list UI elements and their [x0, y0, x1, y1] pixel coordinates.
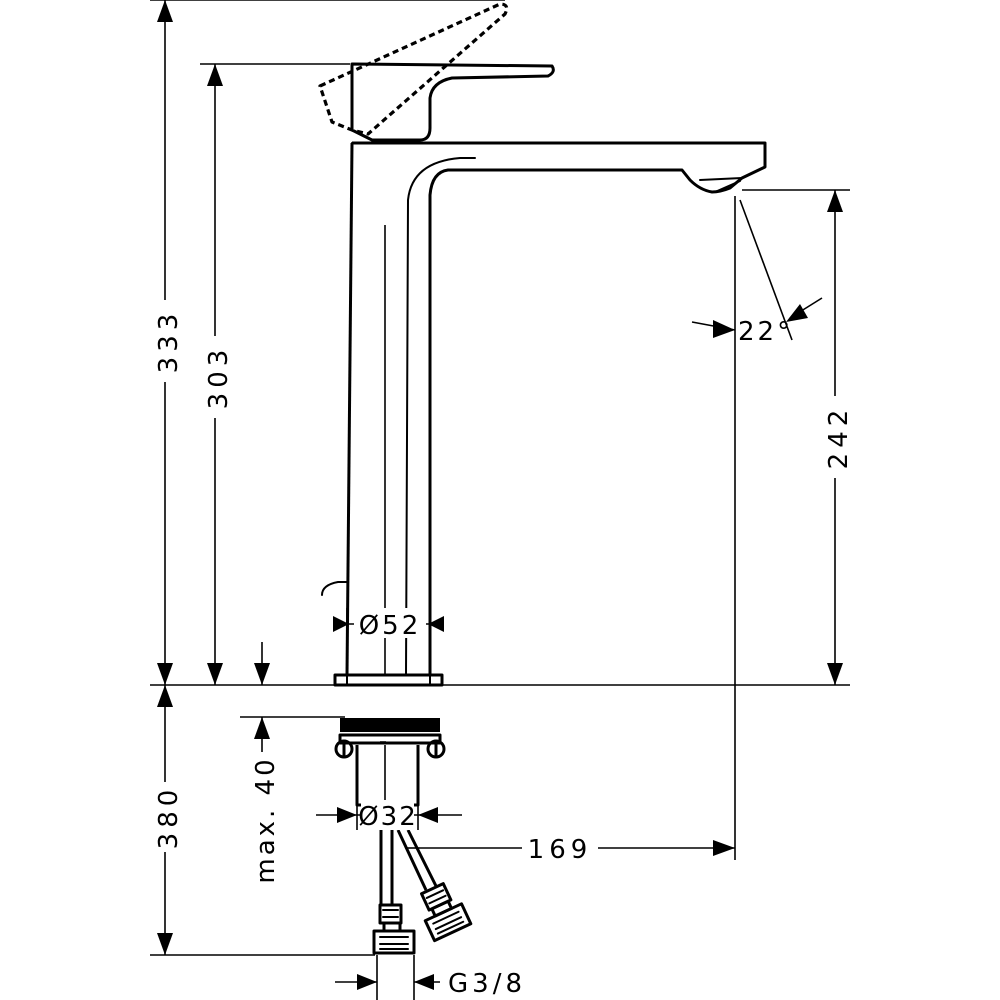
dimension-below-deck: 380: [152, 685, 184, 955]
supply-hose-angled: [396, 829, 473, 943]
label-max-thickness: max. 40: [251, 756, 281, 883]
label-below-deck: 380: [154, 785, 184, 850]
dimension-max-thickness: max. 40: [251, 717, 281, 884]
supply-hose-straight: [372, 828, 416, 955]
dimension-body-diameter: Ø52: [333, 608, 444, 641]
faucet-outline: [318, 2, 767, 687]
label-outlet-height: 242: [824, 405, 854, 470]
dimension-outlet-height: 242: [822, 190, 854, 685]
base-flange: [333, 673, 444, 687]
extension-lines: [150, 0, 850, 1000]
label-shank-diameter: Ø32: [358, 802, 418, 832]
label-spray-angle: 22°: [738, 317, 793, 347]
dimension-total-height: 333: [152, 0, 184, 685]
label-thread: G3/8: [448, 969, 526, 999]
shank: [355, 745, 420, 807]
lever-handle: [350, 62, 555, 142]
dimension-thread: G3/8: [335, 969, 526, 999]
label-projection: 169: [528, 835, 593, 865]
dimension-shank-diameter: Ø32: [316, 800, 462, 832]
dimension-projection: 169: [420, 832, 735, 865]
label-body-diameter: Ø52: [359, 611, 422, 641]
dimension-spout-height: 303: [202, 64, 234, 685]
dimension-spray-angle: 22°: [691, 199, 823, 347]
popup-rod: [321, 581, 348, 596]
lever-open-position: [318, 2, 509, 136]
spout: [352, 141, 767, 675]
mounting-washer: [340, 718, 440, 732]
label-total-height: 333: [154, 309, 184, 374]
under-deck-assembly: [334, 718, 473, 955]
deck-indicator-arrow: [254, 642, 270, 685]
label-spout-height: 303: [204, 345, 234, 410]
